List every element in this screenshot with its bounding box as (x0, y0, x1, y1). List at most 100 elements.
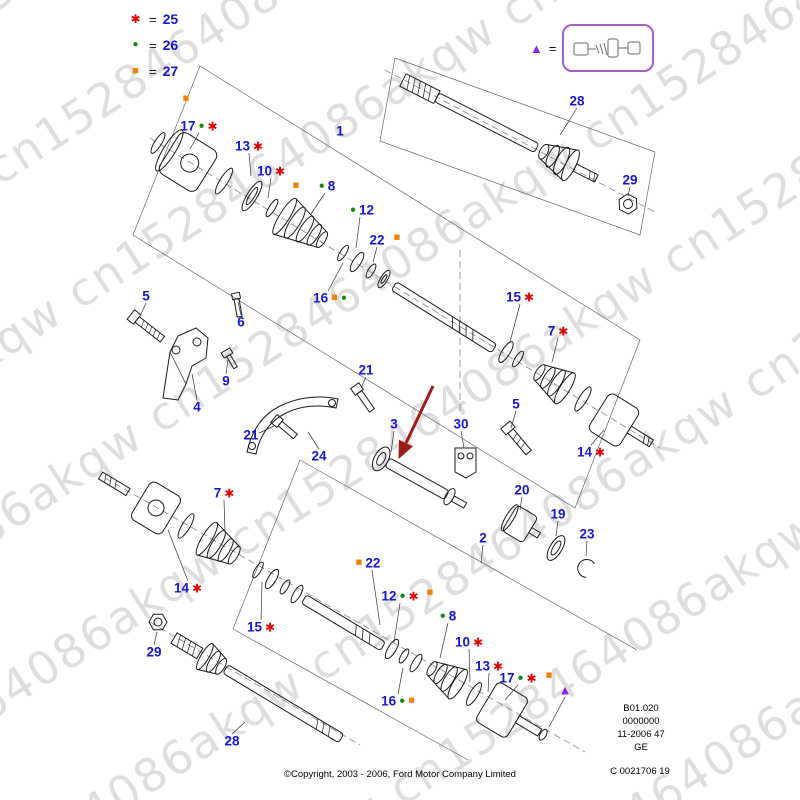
callout-10: 10✱ (455, 635, 483, 649)
doc-line: B01.020 (623, 703, 659, 714)
callout-21: 21 (358, 363, 373, 377)
star-icon: ✱ (526, 671, 537, 685)
legend-item-star: ✱ = 25 (128, 6, 178, 32)
star-icon: ✱ (492, 659, 504, 673)
callout-3: 3 (390, 417, 398, 431)
callout-8: ●8 (440, 609, 457, 623)
callout-17: 17●✱ (499, 671, 536, 685)
part-number: 24 (311, 448, 327, 464)
legend-number: 26 (162, 37, 179, 53)
star-icon: ✱ (472, 635, 484, 649)
part-number: 17 (180, 118, 196, 134)
legend-item-square: ■=27 (128, 58, 178, 84)
legend-equals: = (149, 11, 157, 27)
circle-icon: ● (399, 590, 406, 601)
part-number: 30 (453, 416, 469, 432)
star-icon: ✱ (191, 581, 203, 595)
callout-symbol: ■ (292, 179, 300, 192)
part-number: 28 (569, 93, 585, 109)
part-number: 29 (622, 172, 638, 188)
callout-4: 4 (193, 400, 201, 414)
callout-2: 2 (479, 531, 487, 545)
part-number: 8 (327, 178, 336, 194)
triangle-icon: ▲ (558, 682, 572, 698)
nut-icon (618, 193, 638, 215)
group-frame-lines (132, 57, 656, 761)
circle-icon: ● (318, 180, 325, 191)
doc-line: GE (634, 742, 648, 753)
square-icon: ■ (331, 291, 338, 304)
callout-30: 30 (453, 417, 468, 431)
square-icon: ■ (408, 694, 415, 707)
part-number: 22 (369, 232, 385, 248)
assembly-icon-box (562, 24, 655, 72)
callout-17: 17●✱ (180, 119, 217, 133)
part-number: 4 (193, 399, 201, 415)
callout-28: 28 (224, 734, 239, 748)
callout-symbol: ■ (426, 586, 434, 599)
callout-21: 21 (243, 428, 258, 442)
part-number: 13 (474, 658, 490, 674)
bracket-30-icon (454, 447, 477, 479)
part-number: 21 (358, 362, 374, 378)
cv-boot-icon (272, 197, 329, 248)
star-icon: ✱ (264, 620, 276, 634)
part-number: 20 (514, 482, 530, 498)
star-icon: ✱ (252, 139, 264, 153)
callout-22: ■22 (356, 556, 381, 570)
callout-22: 22 (369, 233, 384, 247)
nut-icon (148, 613, 168, 631)
part-number: 16 (313, 290, 329, 306)
part-number: 12 (359, 202, 375, 218)
callout-10: 10✱ (257, 164, 285, 178)
callout-28: 28 (569, 94, 584, 108)
callout-5: 5 (512, 397, 520, 411)
callout-14: 14✱ (174, 581, 202, 595)
cap-19-icon (546, 535, 566, 561)
callout-15: 15✱ (247, 620, 275, 634)
part-number: 5 (512, 396, 520, 412)
callout-20: 20 (514, 483, 529, 497)
circle-icon: ● (340, 292, 347, 303)
doc-line: 11-2006 47 (617, 729, 665, 740)
leader-lines (139, 107, 631, 735)
circle-icon: ● (399, 695, 406, 706)
assembly-thumbnail-icon (573, 38, 641, 58)
joint-20-icon (500, 504, 542, 543)
top-halfshaft-art (150, 129, 655, 448)
part-number: 14 (576, 444, 592, 460)
star-icon: ✱ (130, 12, 141, 26)
star-icon: ✱ (274, 164, 286, 178)
part-number: 13 (234, 138, 250, 154)
square-icon: ■ (426, 586, 434, 599)
callout-29: 29 (622, 173, 637, 187)
part-number: 17 (499, 670, 515, 686)
part-number: 29 (146, 644, 162, 660)
part-number: 19 (550, 506, 566, 522)
bolt-icon (500, 420, 532, 456)
legend-number: 27 (162, 63, 179, 79)
bolt-icon (349, 382, 376, 413)
circle-icon: ● (517, 672, 524, 683)
part-number: 28 (224, 733, 240, 749)
copyright-text: ©Copyright, 2003 - 2006, Ford Motor Comp… (284, 769, 516, 780)
callout-15: 15✱ (506, 290, 534, 304)
square-icon: ■ (292, 179, 300, 192)
bracket-4-icon (162, 327, 209, 401)
star-icon: ✱ (224, 486, 235, 500)
callout-12: ●12 (350, 203, 374, 217)
part-number: 15 (246, 619, 262, 635)
callout-9: 9 (222, 374, 230, 388)
legend-item-circle: ●=26 (128, 32, 178, 58)
star-icon: ✱ (408, 589, 419, 603)
callout-7: 7✱ (548, 324, 569, 338)
square-icon: ■ (355, 556, 363, 569)
part-number: 10 (454, 634, 470, 650)
axle-28-bottom-art (148, 613, 344, 743)
callout-7: 7✱ (214, 486, 235, 500)
square-icon: ■ (182, 92, 190, 105)
legend-number: 25 (162, 11, 179, 27)
bolt-icon (126, 309, 166, 343)
